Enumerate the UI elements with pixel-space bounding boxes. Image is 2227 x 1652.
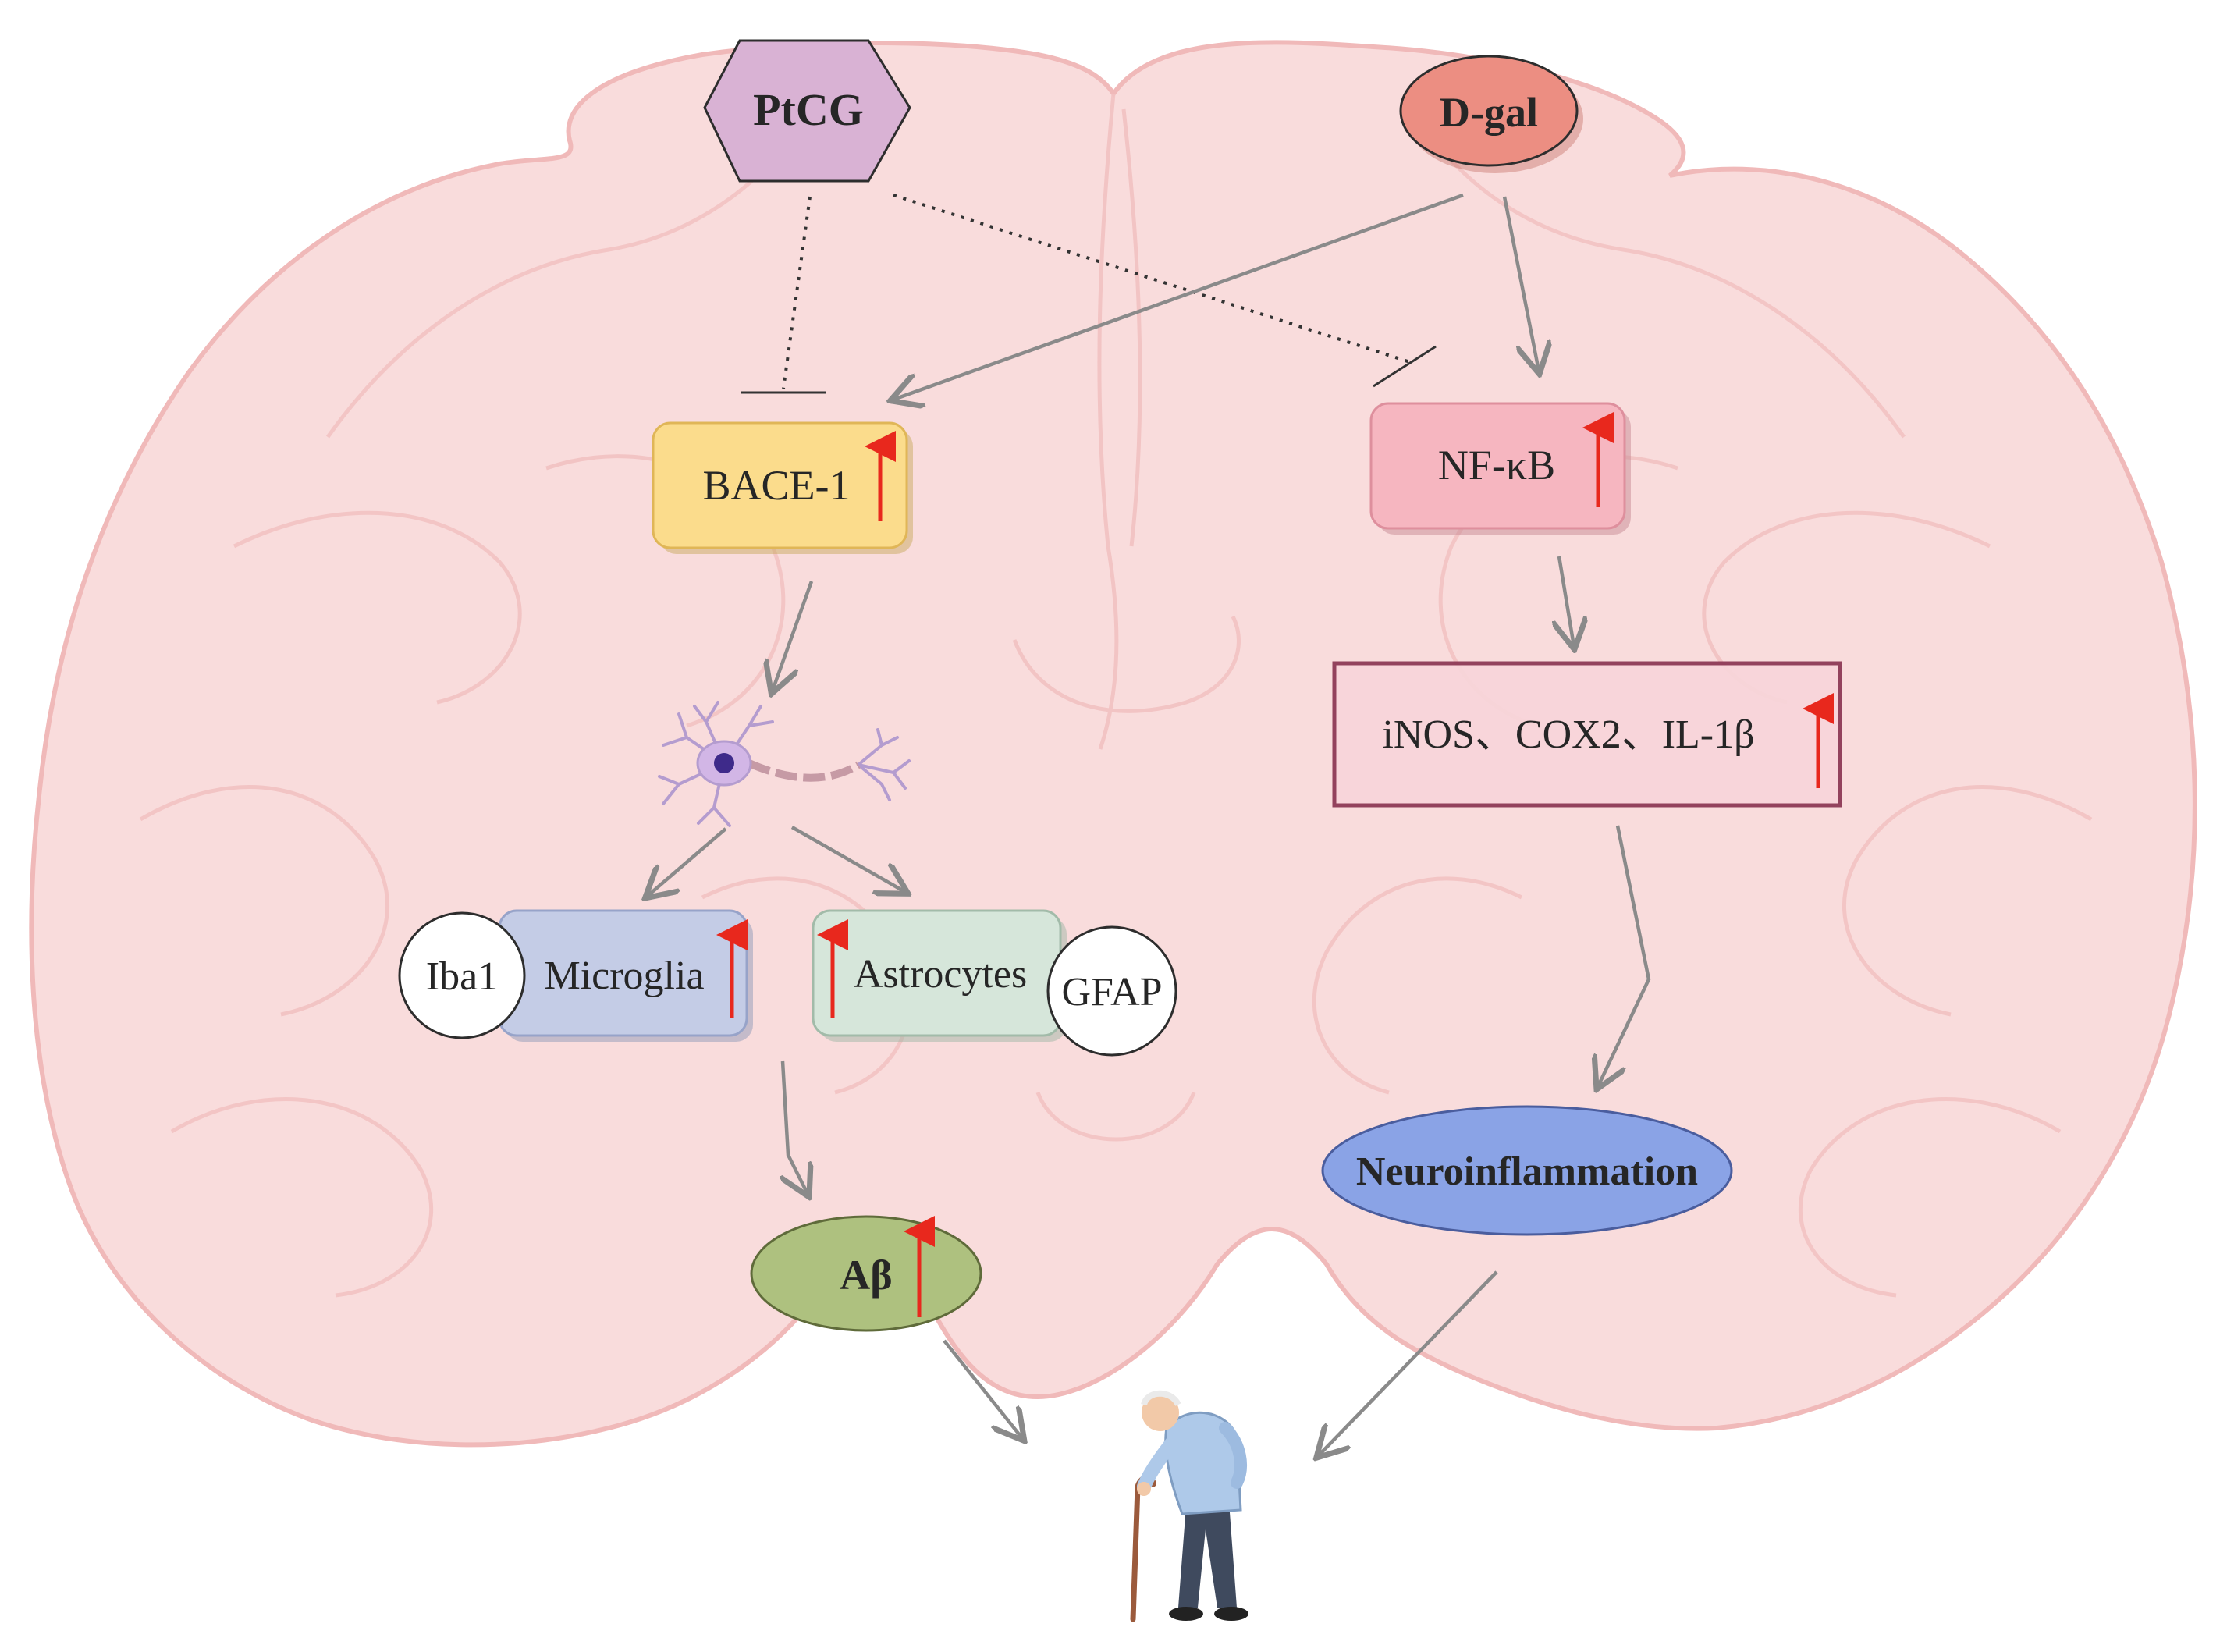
microglia-label: Microglia <box>544 954 704 998</box>
gfap-label: GFAP <box>1061 970 1162 1014</box>
astrocytes-node[interactable]: Astrocytes <box>812 909 1067 1042</box>
neuroinflammation-ellipse <box>1321 1105 1733 1236</box>
cytokines-box <box>1332 661 1842 808</box>
neuroinflammation-node[interactable]: Neuroinflammation <box>1321 1105 1733 1236</box>
arrow-abeta-elderly <box>943 1339 1022 1438</box>
arrow-cytokines-neuroinflammation <box>1598 825 1651 1086</box>
neuroinflammation-label: Neuroinflammation <box>1356 1149 1698 1194</box>
iba1-circle <box>398 911 526 1039</box>
arrow-neuron-microglia <box>648 827 727 896</box>
connectors <box>648 193 1651 1455</box>
gfap-circle <box>1046 925 1177 1057</box>
brain-background <box>29 40 2197 1448</box>
arrow-microglia-abeta <box>783 1060 808 1194</box>
arrow-neuron-astrocytes <box>790 826 905 892</box>
arrow-bace1-neuron <box>773 581 814 691</box>
dgal-ellipse <box>1399 55 1579 167</box>
cytokines-node[interactable]: iNOS、COX2、IL-1β <box>1332 661 1842 808</box>
arrow-dgal-bace1 <box>893 193 1464 400</box>
nfkb-node[interactable]: NF-κB <box>1369 402 1631 535</box>
bace1-label: BACE-1 <box>703 462 851 509</box>
bace1-box <box>652 421 908 549</box>
ptcg-node[interactable]: PtCG <box>703 39 911 183</box>
arrow-neuroinflammation-elderly <box>1319 1270 1498 1455</box>
iba1-label: Iba1 <box>426 954 498 999</box>
abeta-node[interactable]: Aβ <box>750 1215 982 1332</box>
neuron-icon <box>658 701 911 827</box>
nfkb-box <box>1369 402 1626 530</box>
inhibit-ptcg-bace1 <box>782 196 812 389</box>
inhibit-bar-nfkb <box>1373 345 1437 388</box>
bace1-node[interactable]: BACE-1 <box>652 421 913 554</box>
arrow-nfkb-cytokines <box>1559 556 1574 646</box>
microglia-node[interactable]: Microglia <box>498 909 753 1042</box>
ptcg-label: PtCG <box>753 84 864 135</box>
gfap-node[interactable]: GFAP <box>1046 925 1177 1057</box>
ptcg-hexagon <box>703 39 911 183</box>
elderly-person-icon <box>1130 1390 1248 1622</box>
cytokines-label: iNOS、COX2、IL-1β <box>1382 712 1754 757</box>
iba1-node[interactable]: Iba1 <box>398 911 526 1039</box>
dgal-node[interactable]: D-gal <box>1399 55 1583 173</box>
abeta-label: Aβ <box>840 1252 892 1299</box>
arrow-dgal-nfkb <box>1502 196 1539 371</box>
nfkb-label: NF-κB <box>1438 442 1555 488</box>
astrocytes-label: Astrocytes <box>854 952 1027 997</box>
brain-outline <box>29 40 2197 1448</box>
dgal-label: D-gal <box>1440 89 1538 136</box>
